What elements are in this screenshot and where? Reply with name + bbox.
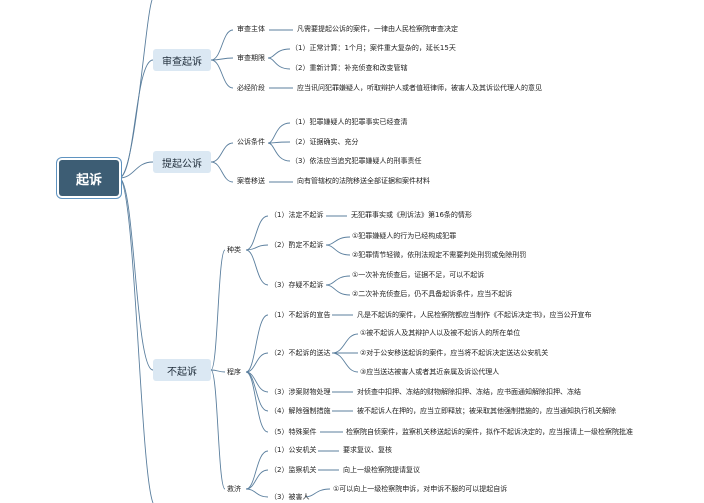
node-caiwu-text[interactable]: 对侦查中扣押、冻结的财物解除扣押、冻结，应书面通知解除扣押、冻结: [357, 388, 581, 396]
root-node[interactable]: 起诉: [59, 160, 119, 196]
node-beihairen[interactable]: （3）被害人: [270, 493, 310, 501]
node-chengxu[interactable]: 程序: [227, 368, 241, 376]
node-qiangzhi-text[interactable]: 被不起诉人在押的，应当立即释放；被采取其他强制措施的，应当通知执行机关解除: [357, 407, 616, 415]
node-jiuji[interactable]: 救济: [227, 485, 241, 493]
node-anjuan-yisong[interactable]: 案卷移送: [237, 177, 265, 185]
node-teshu[interactable]: （5）特殊案件: [270, 428, 317, 436]
node-tiqi-gongsu[interactable]: 提起公诉: [153, 151, 211, 173]
node-songda-item-3[interactable]: ③应当送达被害人或者其近亲属及诉讼代理人: [360, 368, 500, 376]
node-caiwu[interactable]: （3）涉案财物处理: [270, 388, 331, 396]
node-zhuoding-buqisu[interactable]: （2）酌定不起诉: [270, 241, 324, 249]
node-xuangao[interactable]: （1）不起诉的宣告: [270, 311, 331, 319]
node-teshu-text[interactable]: 检察院自侦案件，监察机关移送起诉的案件，拟作不起诉决定的，应当报请上一级检察院批…: [346, 428, 633, 436]
node-zhuoding-item-2[interactable]: ②犯罪情节轻微，依刑法规定不需要判处刑罚或免除刑罚: [352, 251, 527, 259]
node-shencha-bisu-text[interactable]: 应当讯问犯罪嫌疑人，听取辩护人或者值班律师，被害人及其诉讼代理人的意见: [297, 84, 542, 92]
node-gongan-jiguan[interactable]: （1）公安机关: [270, 446, 317, 454]
node-qiangzhi[interactable]: （4）解除强制措施: [270, 407, 331, 415]
node-qixian-item-1[interactable]: （1）正常计算：1个月；案件重大复杂的，延长15天: [291, 44, 456, 52]
node-cunyi-item-1[interactable]: ①一次补充侦查后，证据不足，可以不起诉: [352, 271, 485, 279]
node-songda-item-2[interactable]: ②对于公安移送起诉的案件，应当将不起诉决定送达公安机关: [360, 349, 549, 357]
node-buqisu[interactable]: 不起诉: [153, 359, 211, 381]
node-zhuoding-item-1[interactable]: ①犯罪嫌疑人的行为已经构成犯罪: [352, 232, 457, 240]
node-shencha-zhuti-text[interactable]: 凡需要提起公诉的案件，一律由人民检察院审查决定: [297, 25, 458, 33]
node-cunyi-item-2[interactable]: ②二次补充侦查后，仍不具备起诉条件，应当不起诉: [352, 290, 513, 298]
node-shencha-bisu[interactable]: 必经阶段: [237, 84, 265, 92]
node-shencha-zhuti[interactable]: 审查主体: [237, 25, 265, 33]
node-tiaojian-item-3[interactable]: （3）依法应当追究犯罪嫌疑人的刑事责任: [291, 157, 422, 165]
node-beihairen-item-1[interactable]: ①可以向上一级检察院申诉，对申诉不服的可以提起自诉: [333, 485, 508, 493]
node-xuangao-text[interactable]: 凡是不起诉的案件，人民检察院都应当制作《不起诉决定书》，应当公开宣布: [357, 311, 592, 319]
node-gongsu-tiaojian[interactable]: 公诉条件: [237, 138, 265, 146]
node-qixian-item-2[interactable]: （2）重新计算：补充侦查和改变管辖: [291, 64, 408, 72]
node-cunyi-buqisu[interactable]: （3）存疑不起诉: [270, 281, 324, 289]
node-fading-buqisu[interactable]: （1）法定不起诉: [270, 211, 324, 219]
node-tiaojian-item-2[interactable]: （2）证据确实、充分: [291, 138, 359, 146]
node-songda-item-1[interactable]: ①被不起诉人及其辩护人以及被不起诉人的所在单位: [360, 329, 521, 337]
node-anjuan-yisong-text[interactable]: 向有管辖权的法院移送全部证据和案件材料: [297, 177, 430, 185]
node-songda[interactable]: （2）不起诉的送达: [270, 349, 331, 357]
node-gongan-text[interactable]: 要求复议、复核: [343, 446, 392, 454]
node-jiancha-jiguan[interactable]: （2）监察机关: [270, 466, 317, 474]
node-tiaojian-item-1[interactable]: （1）犯罪嫌疑人的犯罪事实已经查清: [291, 118, 408, 126]
node-shencha-qixian[interactable]: 审查期限: [237, 54, 265, 62]
node-zhonglei[interactable]: 种类: [227, 246, 241, 254]
node-shencha-qisu[interactable]: 审查起诉: [153, 49, 211, 71]
node-fading-text[interactable]: 无犯罪事实或《刑诉法》第16条的情形: [351, 211, 472, 219]
node-jiancha-text[interactable]: 向上一级检察院提请复议: [343, 466, 420, 474]
